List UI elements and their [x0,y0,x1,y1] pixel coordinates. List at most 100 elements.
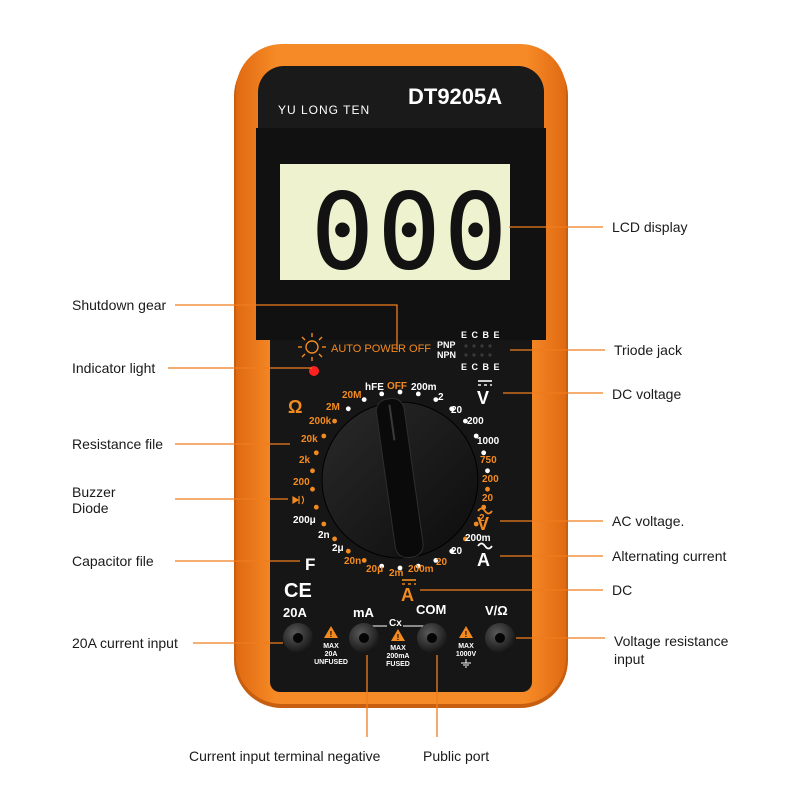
svg-text:200mA: 200mA [387,653,410,660]
dial-label-20ma: 20 [436,557,448,568]
leader-lines [168,226,605,737]
dial-label-200uf: 200μ [293,515,316,526]
dial-label-200ma: 200m [465,533,491,544]
port-label-20a: 20A [283,605,307,620]
callout-triode-jack: Triode jack [614,342,682,358]
callout-voltage-resistance-input: input [614,651,645,667]
dial-dot [485,486,490,492]
callout-20a-current-input: 20A current input [72,635,178,651]
svg-text:V: V [477,514,489,534]
dial-dot [415,563,421,569]
dial-label-2acv: 2 [479,513,485,524]
ground-icon [461,659,471,668]
dial-label-200mv: 200m [411,382,437,393]
port-label-ma: mA [353,605,375,620]
callout-lcd-display: LCD display [612,219,688,235]
dial-dot [332,418,337,424]
transistor-pins-bottom: E C B E [461,362,501,372]
lcd-reading: 000 [311,171,511,293]
callout-capacitor-file: Capacitor file [72,553,154,569]
warning-icon [391,629,405,641]
dial-dot [485,468,490,474]
port-label-com: COM [416,602,446,617]
dial-dot [463,418,468,424]
dial-label-off: OFF [387,381,407,392]
callout-public-port: Public port [423,748,490,764]
warning-20a: ! MAX 20A UNFUSED [314,626,348,666]
jack-vohm[interactable] [485,623,515,653]
svg-text:UNFUSED: UNFUSED [314,659,348,666]
dial-label-200ohm: 200 [293,477,310,488]
model-text: DT9205A [408,84,502,109]
svg-text:MAX: MAX [323,643,339,650]
buzzer-diode-icon [292,495,305,505]
dial-dot [415,391,421,397]
dial-label-1000v: 1000 [477,436,500,447]
dial-dot [345,548,351,554]
svg-text:FUSED: FUSED [386,661,410,668]
dc-voltage-symbol: V [477,380,492,408]
jack-ma[interactable] [349,623,379,653]
dial-label-20acv: 20 [482,493,494,504]
svg-text:V: V [477,388,489,408]
dial-label-20u: 20μ [366,564,383,575]
dial-dot [449,548,455,554]
ac-voltage-symbol: V [477,507,493,534]
callout-alternating-current: Alternating current [612,548,727,564]
dial-label-2v: 2 [438,392,444,403]
transistor-socket[interactable] [464,344,492,357]
dial-dot [463,536,468,542]
svg-text:A: A [477,550,490,570]
dial-label-20v: 20 [451,405,463,416]
dial-label-200k: 200k [309,416,332,427]
dial-dot [397,389,403,395]
dial-dot [313,450,319,456]
dial-label-2uf: 2μ [332,543,344,554]
dial-label-2nf: 2n [318,530,330,541]
dial-label-750v: 750 [480,455,497,466]
dial-dot [321,433,327,439]
ac-current-symbol: A [477,542,493,570]
dial-label-20k: 20k [301,434,318,445]
dial-dot [379,563,385,569]
warning-icon [324,626,338,638]
callout-indicator-light: Indicator light [72,360,156,376]
jack-com[interactable] [417,623,447,653]
callout-ac-voltage: AC voltage. [612,513,685,529]
dial-dot [310,468,315,474]
callout-shutdown-gear: Shutdown gear [72,297,167,313]
brand-text: YU LONG TEN [278,103,370,117]
farad-symbol: F [305,555,315,574]
svg-text:MAX: MAX [458,643,474,650]
dial-label-2m-ohm: 2M [326,402,340,413]
lcd-screen [280,164,510,280]
ohm-symbol: Ω [288,397,302,417]
dial-dot [361,558,367,563]
dial-label-20a: 20 [451,546,463,557]
dial-label-20n: 20n [344,556,361,567]
callout-diode: Diode [72,500,109,516]
callout-voltage-resistance: Voltage resistance [614,633,729,649]
svg-text:!: ! [397,633,400,642]
warning-200ma: ! MAX 200mA FUSED [386,629,410,668]
svg-text:!: ! [330,630,333,639]
dial-label-200v: 200 [467,416,484,427]
auto-power-off-label: AUTO POWER OFF [331,343,431,355]
svg-text:!: ! [465,630,468,639]
callout-buzzer: Buzzer [72,484,116,500]
dial-dot [321,521,327,527]
warning-icon [459,626,473,638]
dial-dot [433,558,439,563]
svg-text:MAX: MAX [390,645,406,652]
sun-indicator-icon [298,333,326,361]
jack-20a[interactable] [283,623,313,653]
dial-label-200acv: 200 [482,474,499,485]
dial-dot [481,450,487,456]
callout-current-input-negative: Current input terminal negative [189,748,381,764]
dial-label-hfe: hFE [365,382,384,393]
dial-pointer [375,397,424,559]
transistor-pins-top: E C B E [461,330,501,340]
dc-current-symbol: A [401,579,416,605]
dial-dot [473,521,479,527]
